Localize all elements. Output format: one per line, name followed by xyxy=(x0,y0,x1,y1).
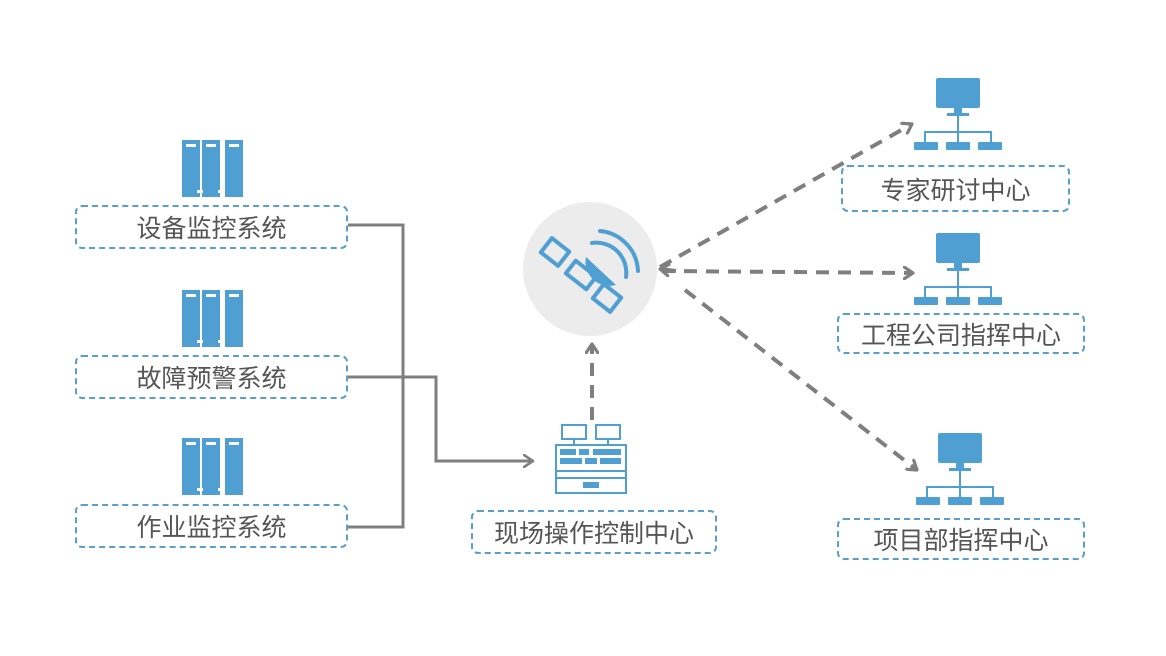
site-control-center-box: 现场操作控制中心 xyxy=(471,510,717,554)
arrow-to-project-center xyxy=(683,288,917,470)
system-box-fault-warning: 故障预警系统 xyxy=(75,355,348,399)
project-command-center-box: 项目部指挥中心 xyxy=(837,518,1085,560)
connector-line xyxy=(348,375,533,461)
server-rack-icon xyxy=(182,290,243,347)
center-label: 专家研讨中心 xyxy=(880,175,1031,205)
network-terminal-icon xyxy=(914,233,1002,305)
system-box-equipment-monitoring: 设备监控系统 xyxy=(75,205,348,249)
system-connectors xyxy=(348,223,533,529)
network-terminal-icon xyxy=(916,433,1004,505)
downlink-arrows xyxy=(659,124,917,470)
system-label: 作业监控系统 xyxy=(136,513,287,542)
system-label: 故障预警系统 xyxy=(136,364,287,393)
satellite-node xyxy=(523,202,657,336)
expert-center-box: 专家研讨中心 xyxy=(841,165,1070,212)
arrow-to-expert-center xyxy=(659,124,912,269)
site-center-label: 现场操作控制中心 xyxy=(493,519,694,548)
center-label: 项目部指挥中心 xyxy=(873,526,1049,555)
company-command-center-box: 工程公司指挥中心 xyxy=(837,313,1085,354)
system-box-operation-monitoring: 作业监控系统 xyxy=(75,504,348,548)
arrow-head-back xyxy=(660,269,677,271)
network-terminal-icon xyxy=(914,78,1002,150)
control-console-icon xyxy=(555,424,627,494)
satellite-icon xyxy=(538,229,640,314)
arrow-to-company-center xyxy=(661,271,913,273)
server-rack-icon xyxy=(182,438,243,495)
server-rack-icon xyxy=(182,140,243,197)
system-label: 设备监控系统 xyxy=(136,214,287,243)
center-label: 工程公司指挥中心 xyxy=(860,320,1061,350)
